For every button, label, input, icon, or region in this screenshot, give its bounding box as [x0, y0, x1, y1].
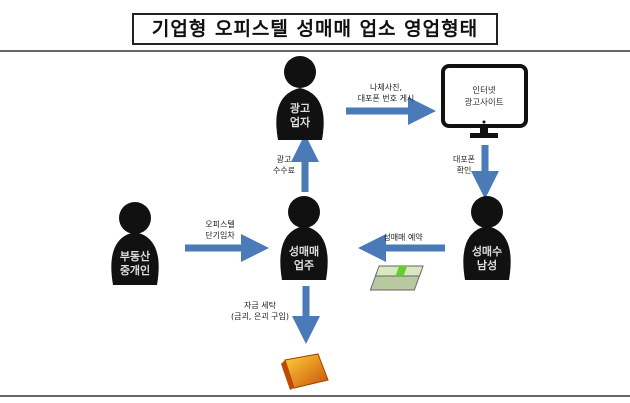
gold-bar-icon — [281, 353, 329, 390]
diagram-label: 광고 — [277, 154, 292, 164]
diagram-label: 대포폰 — [453, 155, 475, 164]
bottom-divider — [0, 395, 630, 397]
diagram-label: 오피스텔 — [205, 220, 234, 229]
diagram-label: 남성 — [477, 258, 497, 272]
diagram-label: 성매매 — [289, 244, 319, 258]
person-buyer-icon: 성매수 남성 — [463, 196, 511, 280]
diagram-label: 광고사이트 — [464, 97, 503, 108]
diagram-label: 광고 — [290, 102, 310, 115]
diagram-label: 성매매 예약 — [383, 232, 423, 242]
person-advertiser-icon: 광고 업자 — [276, 56, 324, 140]
money-stack-icon — [369, 265, 424, 291]
diagram-label: 자금 세탁 — [244, 300, 277, 310]
diagram-label: 확인 — [457, 165, 472, 175]
diagram-label: 업자 — [290, 115, 311, 129]
diagram-label: 단기임차 — [205, 230, 235, 240]
person-broker-icon: 부동산 중개인 — [111, 202, 159, 285]
person-owner-icon: 성매매 업주 — [280, 196, 328, 280]
diagram-label: 부동산 — [120, 249, 150, 263]
top-divider — [0, 50, 630, 52]
diagram-title: 기업형 오피스텔 성매매 업소 영업형태 — [132, 13, 498, 45]
monitor-icon: 인터넷 광고사이트 — [441, 64, 528, 138]
diagram-label: 성매수 — [472, 244, 502, 258]
diagram-label: 나체사진, — [370, 82, 402, 92]
diagram-label: (금괴, 은괴 구입) — [231, 312, 289, 321]
diagram-label: 업주 — [294, 259, 314, 272]
diagram-label: 수수료 — [273, 166, 295, 175]
diagram-label: 인터넷 — [472, 85, 496, 96]
diagram-label: 중개인 — [120, 263, 150, 277]
diagram-label: 대포폰 번호 게시 — [358, 93, 415, 103]
